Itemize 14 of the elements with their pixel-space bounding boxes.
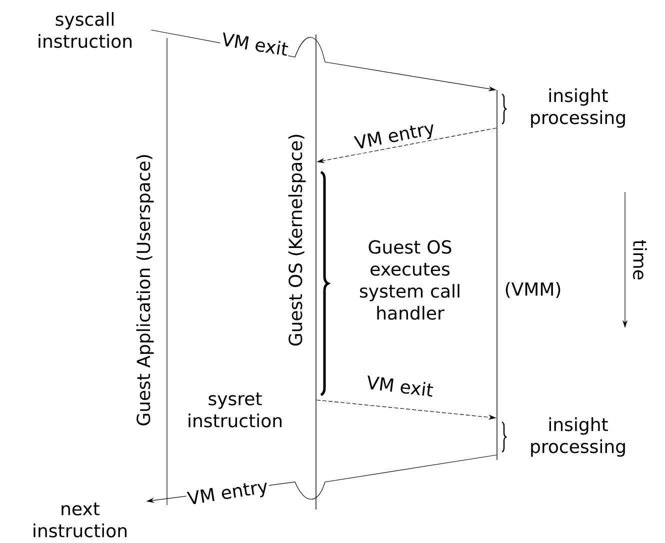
text-label: syscall instruction (38, 12, 132, 48)
text-label: insight processing (531, 417, 625, 457)
text-label: (VMM) (506, 282, 560, 298)
edge-label: VM entry (185, 478, 271, 510)
text-label: next instruction (34, 502, 126, 538)
edge-label: VM exit (364, 374, 436, 398)
text-label: time (633, 240, 647, 280)
text-label: insight processing (531, 88, 625, 128)
text-label: Guest Application (Userspace) (136, 155, 154, 426)
text-label: Guest OS (Kernelspace) (288, 134, 306, 346)
edge-label: VM exit (220, 30, 290, 58)
text-label: Guest OS executes system call handler (360, 240, 460, 320)
text-label: sysret instruction (188, 392, 282, 428)
edge-label: VM entry (352, 120, 438, 154)
